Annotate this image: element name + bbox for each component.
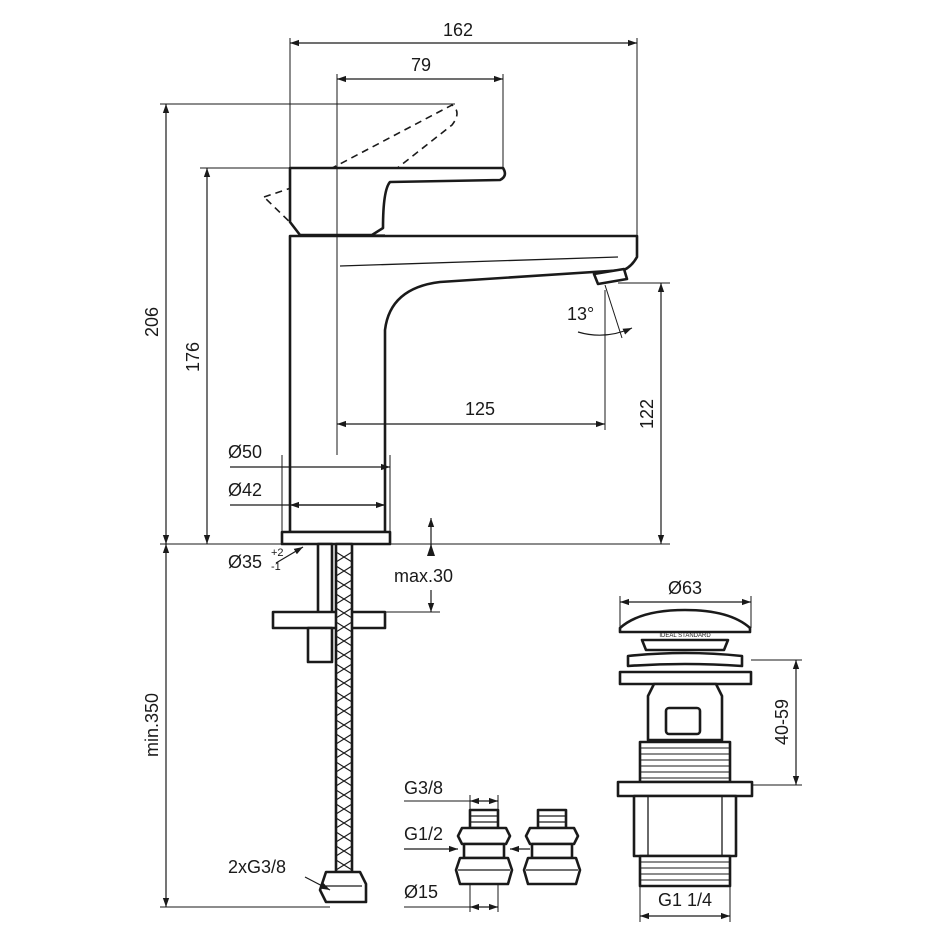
waste-cap bbox=[618, 608, 752, 634]
dim-body-diameter: Ø42 bbox=[228, 480, 262, 500]
waste-top-ring bbox=[618, 670, 753, 686]
dim-spray-angle: 13° bbox=[567, 304, 594, 324]
dim-lever-length: 79 bbox=[411, 55, 431, 75]
lever bbox=[288, 166, 507, 237]
waste-outlet-thread bbox=[638, 854, 732, 888]
faucet-body bbox=[262, 104, 639, 904]
faucet-dimensions: 162 79 206 176 125 122 13° Ø50 Ø42 Ø35 +… bbox=[142, 20, 670, 908]
base-plate bbox=[280, 530, 392, 546]
connection-fittings: G3/8 G1/2 Ø15 bbox=[404, 778, 582, 912]
waste-cap-diameter: Ø63 bbox=[668, 578, 702, 598]
mounting-washer bbox=[271, 610, 387, 630]
spout bbox=[288, 234, 639, 534]
waste-window bbox=[664, 706, 702, 736]
dim-hole-tol-minus: -1 bbox=[271, 561, 281, 573]
fitting-right bbox=[522, 808, 582, 886]
waste-basin-range: 40-59 bbox=[772, 699, 792, 745]
fitting-thread-large: G1/2 bbox=[404, 824, 443, 844]
waste-thread-size: G1 1/4 bbox=[658, 890, 712, 910]
waste-assembly: IDEAL STANDARD Ø63 40-59 G1 1/4 bbox=[616, 578, 802, 922]
dim-total-height: 206 bbox=[142, 307, 162, 337]
waste-flange bbox=[626, 651, 744, 668]
dim-max-thickness: max.30 bbox=[394, 566, 453, 586]
waste-lower-body bbox=[632, 794, 738, 858]
dim-spout-height: 122 bbox=[637, 399, 657, 429]
aerator bbox=[592, 267, 629, 286]
dim-hole-tol-plus: +2 bbox=[271, 547, 284, 559]
fitting-pipe-diameter: Ø15 bbox=[404, 882, 438, 902]
dim-lever-height: 176 bbox=[183, 342, 203, 372]
fitting-thread-small: G3/8 bbox=[404, 778, 443, 798]
fitting-left bbox=[454, 808, 514, 886]
dim-base-diameter: Ø50 bbox=[228, 442, 262, 462]
dim-hose-length: min.350 bbox=[142, 693, 162, 757]
waste-nut bbox=[616, 780, 754, 798]
waste-collar bbox=[640, 638, 730, 652]
mounting-stud bbox=[316, 542, 334, 616]
hose-end-nut bbox=[318, 870, 368, 904]
hose-braid bbox=[335, 551, 353, 871]
waste-brand-mark: IDEAL STANDARD bbox=[659, 633, 711, 639]
spout-edge-line bbox=[339, 256, 619, 267]
dim-hose-thread: 2xG3/8 bbox=[228, 857, 286, 877]
mounting-nut bbox=[306, 626, 334, 664]
dim-total-length: 162 bbox=[443, 20, 473, 40]
dim-spout-reach: 125 bbox=[465, 399, 495, 419]
dim-hole-diameter: Ø35 bbox=[228, 552, 262, 572]
